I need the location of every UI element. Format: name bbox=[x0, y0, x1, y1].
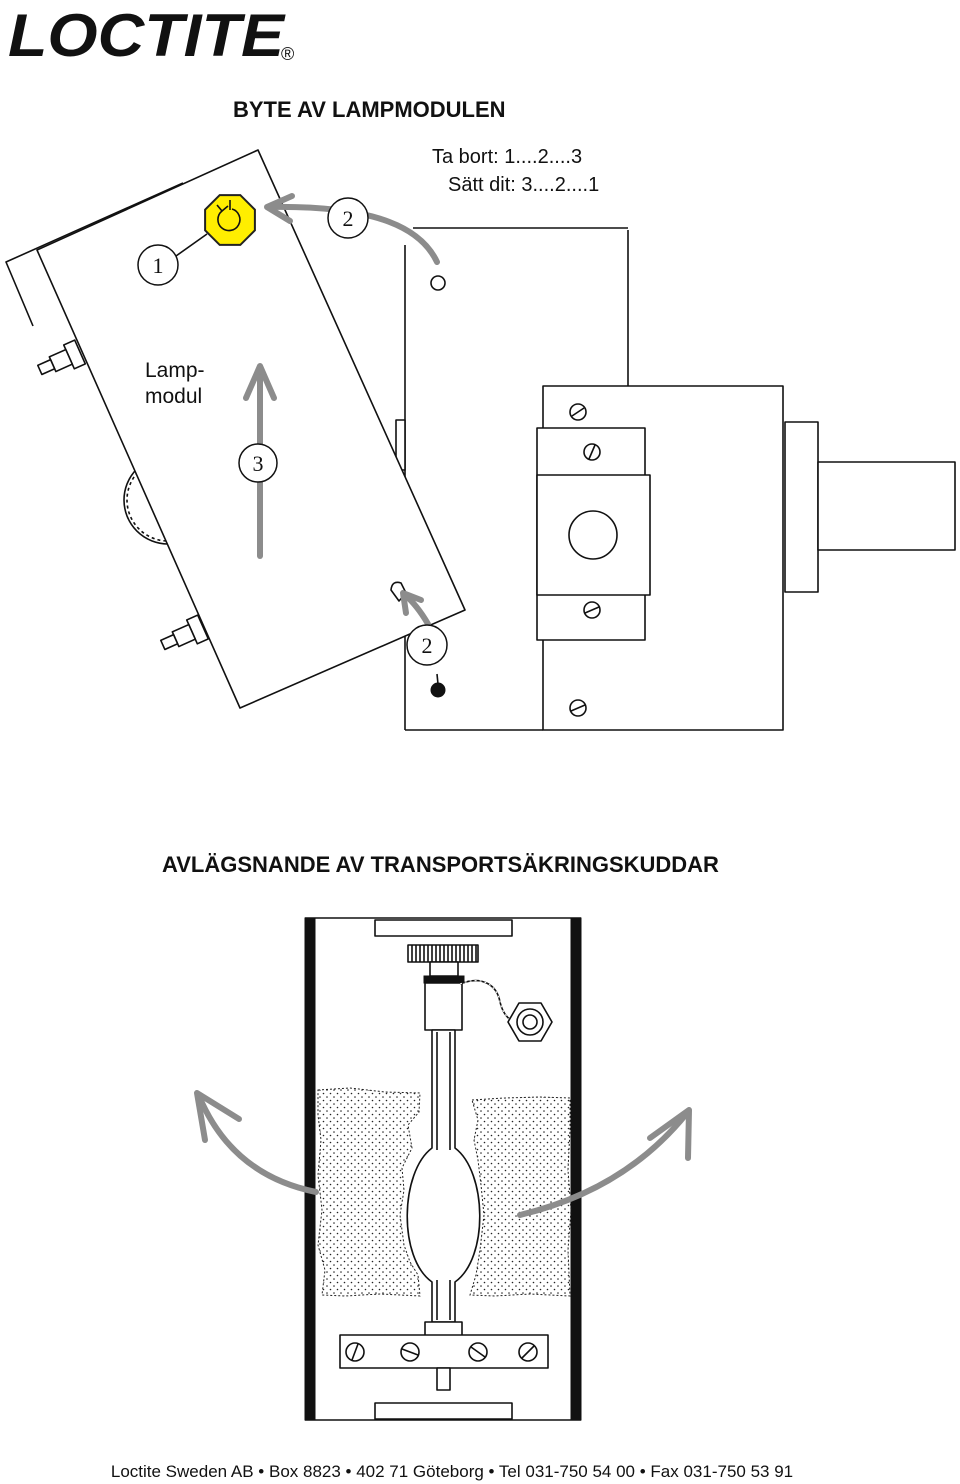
transport-cushion-diagram bbox=[194, 917, 692, 1421]
output-connector bbox=[784, 421, 956, 593]
nut-octagon bbox=[204, 194, 256, 246]
locking-nut bbox=[204, 194, 256, 246]
connector-barrel bbox=[817, 461, 956, 551]
module-label-line1: Lamp- bbox=[145, 359, 205, 382]
lamp-collar bbox=[423, 975, 465, 984]
module-connector-lower bbox=[159, 614, 210, 651]
screw-icon bbox=[468, 1342, 488, 1362]
install-order: Sätt dit: 3....2....1 bbox=[448, 174, 599, 196]
screw-icon bbox=[569, 699, 587, 717]
module-connector-upper bbox=[36, 339, 87, 376]
frame-left-rail bbox=[304, 917, 316, 1421]
footer-contact: Loctite Sweden AB • Box 8823 • 402 71 Gö… bbox=[111, 1462, 793, 1481]
lamp-cap-knurling bbox=[411, 945, 477, 962]
logo-wordmark: LOCTITE bbox=[8, 2, 286, 69]
module-body bbox=[36, 149, 466, 709]
lamp-neck bbox=[429, 961, 459, 977]
module-label-line2: modul bbox=[145, 385, 202, 408]
terminal-nut bbox=[507, 1002, 553, 1042]
lamp-lead-wire-braid bbox=[459, 980, 515, 1023]
lamp-module-diagram: Lamp- modul 1 2 bbox=[5, 149, 956, 731]
connector-flange bbox=[784, 421, 819, 593]
mounting-hole bbox=[430, 275, 446, 291]
curved-arrow-icon bbox=[400, 590, 431, 627]
screw-icon bbox=[518, 1342, 538, 1362]
screw-icon bbox=[569, 403, 587, 421]
callout-1-number: 1 bbox=[153, 253, 164, 278]
mount-plate bbox=[536, 385, 784, 731]
lamp-stem bbox=[436, 1367, 451, 1391]
frame-bottom-tab bbox=[374, 1402, 513, 1420]
callout-2-bottom: 2 bbox=[406, 624, 448, 666]
module-back-plate bbox=[5, 182, 184, 327]
screw-icon bbox=[583, 443, 601, 461]
latch-pin-stem bbox=[436, 673, 439, 685]
latch-pin bbox=[430, 682, 446, 698]
callout-2-bottom-number: 2 bbox=[422, 633, 433, 658]
curved-arrow-icon bbox=[194, 1090, 319, 1195]
section2-title: AVLÄGSNANDE AV TRANSPORTSÄKRINGSKUDDAR bbox=[162, 852, 719, 877]
removal-order: Ta bort: 1....2....3 bbox=[432, 146, 582, 168]
callout-2-top: 2 bbox=[327, 197, 369, 239]
callout-3: 3 bbox=[238, 443, 278, 483]
lamp-module: Lamp- modul bbox=[5, 149, 466, 709]
callout-2-top-number: 2 bbox=[343, 206, 354, 231]
screw-icon bbox=[583, 601, 601, 619]
rotate-icon bbox=[216, 200, 241, 232]
lamp-socket bbox=[424, 982, 463, 1031]
lamp-base bbox=[424, 1321, 463, 1337]
screw-icon bbox=[400, 1342, 420, 1362]
callout-3-number: 3 bbox=[253, 451, 264, 476]
callout-1: 1 bbox=[137, 244, 179, 286]
curved-arrow-icon bbox=[264, 193, 440, 265]
lamp-assembly bbox=[339, 944, 549, 1391]
section1-title: BYTE AV LAMPMODULEN bbox=[233, 97, 506, 122]
foam-cushion-left bbox=[317, 1087, 421, 1297]
curved-arrow-icon bbox=[517, 1107, 692, 1218]
loctite-logo: LOCTITE ® bbox=[8, 2, 294, 69]
logo-registered-mark: ® bbox=[281, 44, 294, 64]
plate-opening bbox=[568, 510, 618, 560]
callout-1-leader bbox=[175, 233, 208, 257]
lamp-mount-bar bbox=[339, 1334, 549, 1369]
foam-cushion-right bbox=[469, 1096, 572, 1297]
screw-icon bbox=[345, 1342, 365, 1362]
frame-right-rail bbox=[570, 917, 582, 1421]
frame-top-tab bbox=[374, 919, 513, 937]
lamp-inner-tube bbox=[436, 1032, 451, 1320]
